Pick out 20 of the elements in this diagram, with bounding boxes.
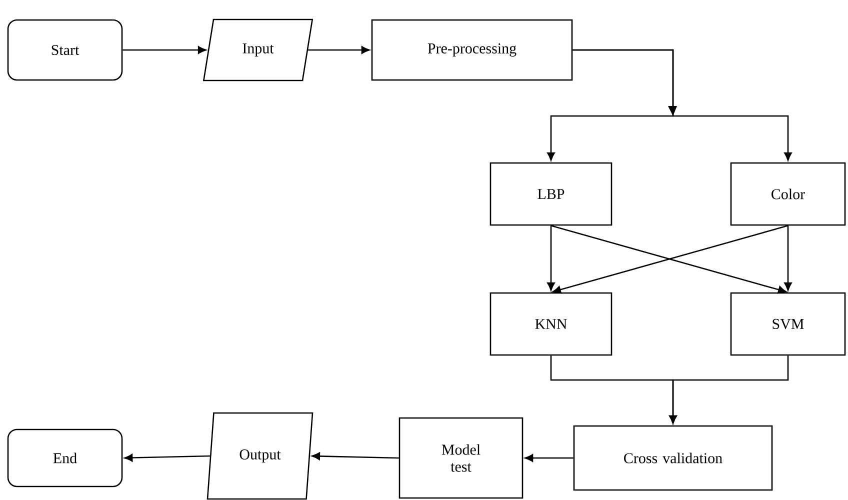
process-box: Pre-processing <box>371 19 573 81</box>
arrowhead <box>668 106 677 116</box>
arrow <box>308 46 370 54</box>
arrow <box>122 46 206 54</box>
terminal-box: Start <box>7 19 123 81</box>
arrow <box>572 49 792 161</box>
io-parallelogram: Output <box>206 412 314 500</box>
arrow <box>312 452 399 460</box>
process-box: KNN <box>490 292 612 356</box>
arrow <box>547 226 555 291</box>
process-box: Model test <box>398 417 524 499</box>
process-box: Color <box>730 162 846 226</box>
arrow <box>124 454 210 462</box>
arrow <box>784 226 792 291</box>
process-box: SVM <box>730 292 846 356</box>
arrow <box>669 356 789 424</box>
process-box: Cross validation <box>573 425 773 491</box>
terminal-box: End <box>7 428 123 488</box>
process-box: LBP <box>490 162 612 226</box>
arrow <box>524 454 574 462</box>
